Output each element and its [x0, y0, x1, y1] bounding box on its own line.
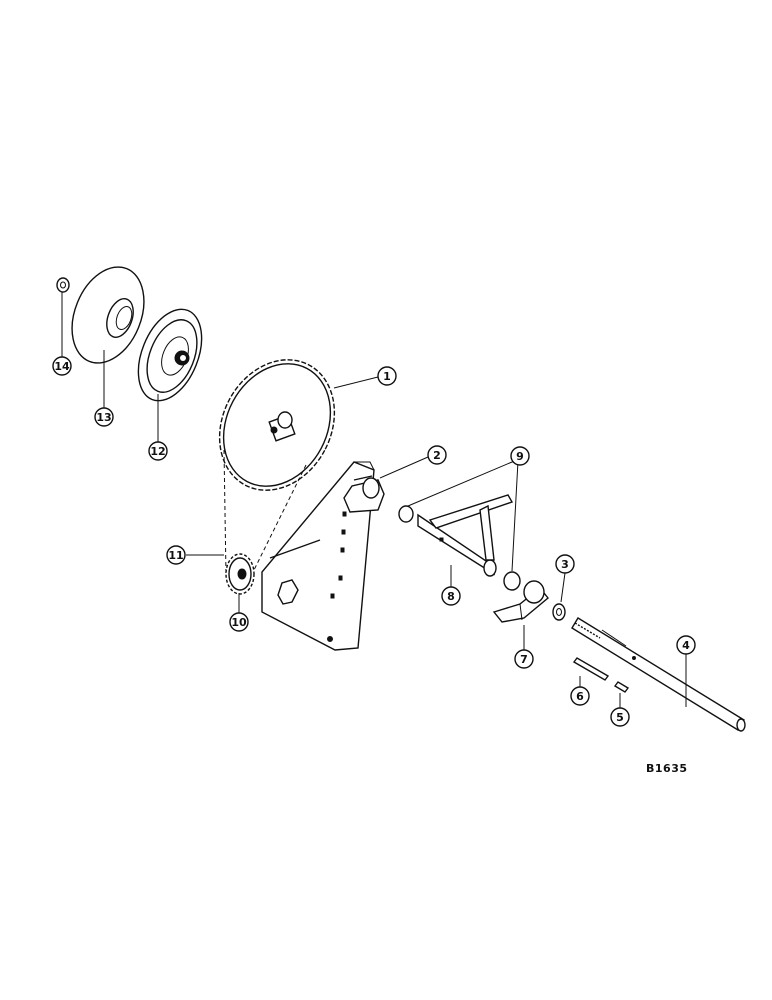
callout-7: 7 — [514, 649, 534, 669]
callout-1: 1 — [377, 366, 397, 386]
part-12-pulley — [137, 308, 203, 402]
drawing-code: B1635 — [646, 762, 688, 775]
callout-5: 5 — [610, 707, 630, 727]
part-14-washer — [56, 277, 70, 293]
part-1-large-sprocket — [218, 359, 336, 491]
svg-text:9: 9 — [516, 450, 524, 463]
callout-4: 4 — [676, 635, 696, 655]
part-8-arm — [417, 494, 514, 577]
part-5-pin — [613, 681, 630, 693]
part-4-shaft — [571, 617, 746, 732]
part-3-washer — [552, 603, 566, 621]
svg-text:10: 10 — [231, 616, 247, 629]
part-6-key — [572, 657, 610, 681]
svg-text:3: 3 — [561, 558, 569, 571]
svg-text:7: 7 — [520, 653, 528, 666]
callout-2: 2 — [427, 445, 447, 465]
callout-8: 8 — [441, 586, 461, 606]
callout-12: 12 — [148, 441, 168, 461]
svg-text:2: 2 — [433, 449, 441, 462]
svg-text:6: 6 — [576, 690, 584, 703]
part-9-bushings — [398, 505, 521, 591]
callout-6: 6 — [570, 686, 590, 706]
callout-14: 14 — [52, 356, 72, 376]
svg-text:4: 4 — [682, 639, 690, 652]
svg-text:11: 11 — [168, 549, 183, 562]
svg-text:5: 5 — [616, 711, 624, 724]
svg-text:1: 1 — [383, 370, 391, 383]
svg-text:12: 12 — [150, 445, 165, 458]
svg-text:8: 8 — [447, 590, 455, 603]
callout-13: 13 — [94, 407, 114, 427]
part-13-disc — [71, 266, 145, 364]
part-2-mounting-plate — [261, 461, 385, 651]
callout-3: 3 — [555, 554, 575, 574]
part-10-small-sprocket — [225, 553, 255, 595]
callout-11: 11 — [166, 545, 186, 565]
part-7-lever-bracket — [492, 580, 549, 623]
svg-text:13: 13 — [96, 411, 111, 424]
callout-9: 9 — [510, 446, 530, 466]
callout-10: 10 — [229, 612, 249, 632]
svg-text:14: 14 — [54, 360, 70, 373]
leader-lines — [61, 292, 687, 708]
